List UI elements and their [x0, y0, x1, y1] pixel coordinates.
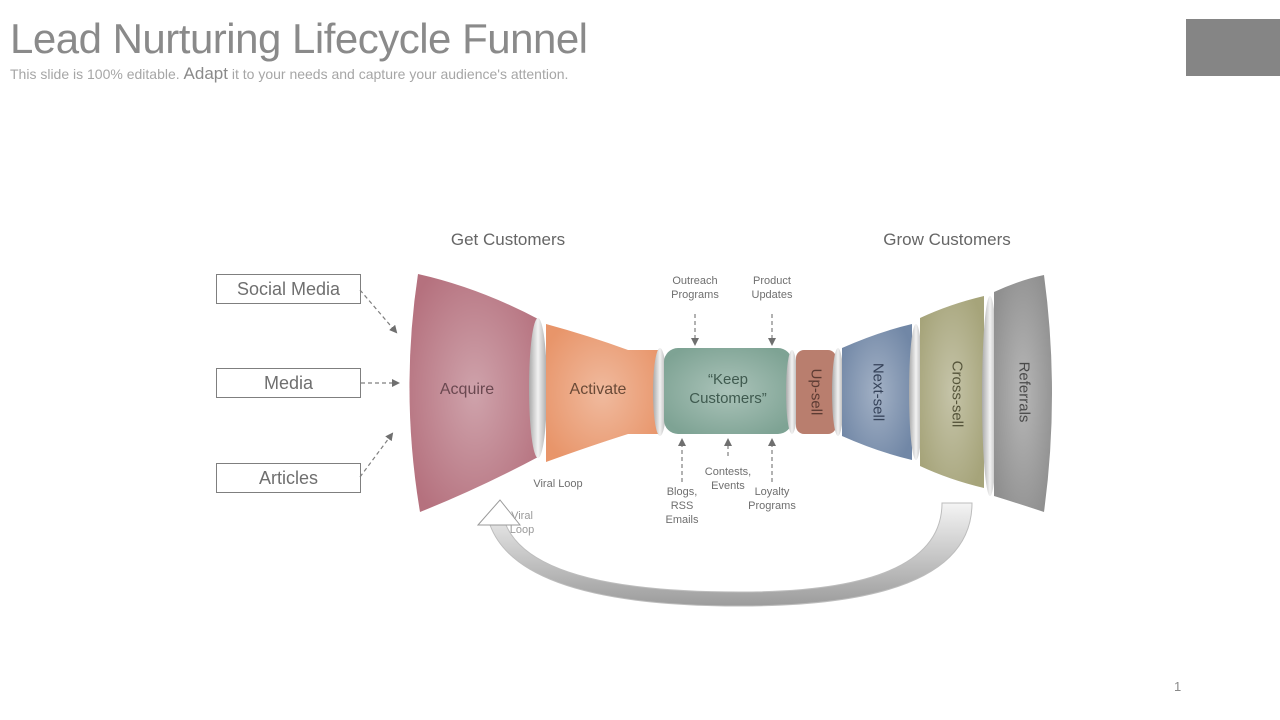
- activate-stage-shine: [546, 324, 658, 462]
- product-updates-label-line2: Updates: [752, 289, 793, 301]
- nextsell-label: Next-sell: [870, 363, 887, 421]
- acquire-activate-ring: [529, 318, 547, 458]
- source-articles: Articles: [216, 463, 361, 493]
- keep-customers-stage-shine: [664, 348, 792, 434]
- page-number: 1: [1174, 679, 1182, 694]
- section-heading-get-customers: Get Customers: [451, 230, 565, 249]
- referrals-stage-shine: [994, 275, 1052, 512]
- blogs-label-line2: RSS: [671, 500, 694, 512]
- subtitle-emphasis: Adapt: [183, 64, 228, 83]
- contests-label-line1: Contests,: [705, 466, 751, 478]
- upsell-nextsell-ring: [832, 348, 844, 436]
- corner-accent-block: [1186, 19, 1280, 76]
- keep-customers-label-line2: Customers”: [689, 390, 767, 407]
- viral-loop-arrow-label-line1: Viral: [511, 510, 533, 522]
- acquire-stage-shine: [409, 274, 540, 512]
- nextsell-crosssell-ring: [909, 324, 923, 460]
- acquire-label: Acquire: [440, 381, 494, 398]
- upsell-label: Up-sell: [808, 369, 825, 416]
- outreach-programs-label-line2: Programs: [671, 289, 719, 301]
- slide-subtitle: This slide is 100% editable. Adapt it to…: [10, 64, 568, 84]
- subtitle-part2: it to your needs and capture your audien…: [227, 66, 569, 82]
- crosssell-label: Cross-sell: [949, 361, 966, 428]
- viral-loop-arrow-head: [476, 499, 522, 526]
- blogs-label-line1: Blogs,: [667, 486, 698, 498]
- nextsell-stage-shine: [842, 324, 912, 460]
- social-media-arrow: [359, 289, 398, 334]
- product-updates-label-line1: Product: [753, 275, 791, 287]
- activate-keep-ring: [653, 348, 667, 436]
- viral-loop-arrow-label-line2: Loop: [510, 524, 534, 536]
- referrals-label: Referrals: [1016, 362, 1033, 423]
- keep-upsell-ring: [786, 350, 798, 434]
- loyalty-label-line1: Loyalty: [755, 486, 790, 498]
- keep-customers-label-line1: “Keep: [708, 371, 748, 388]
- source-social-media: Social Media: [216, 274, 361, 304]
- crosssell-stage-shine: [920, 296, 984, 488]
- activate-label: Activate: [570, 381, 627, 398]
- viral-loop-arrow-body: [489, 502, 973, 607]
- source-media: Media: [216, 368, 361, 398]
- blogs-label-line3: Emails: [665, 514, 699, 526]
- loyalty-label-line2: Programs: [748, 500, 796, 512]
- subtitle-part1: This slide is 100% editable.: [10, 66, 184, 82]
- contests-label-line2: Events: [711, 480, 745, 492]
- articles-arrow: [359, 432, 394, 478]
- upsell-stage: [796, 350, 836, 434]
- slide-title: Lead Nurturing Lifecycle Funnel: [10, 15, 588, 62]
- viral-loop-label: Viral Loop: [533, 478, 582, 490]
- section-heading-grow-customers: Grow Customers: [883, 230, 1011, 249]
- outreach-programs-label-line1: Outreach: [672, 275, 717, 287]
